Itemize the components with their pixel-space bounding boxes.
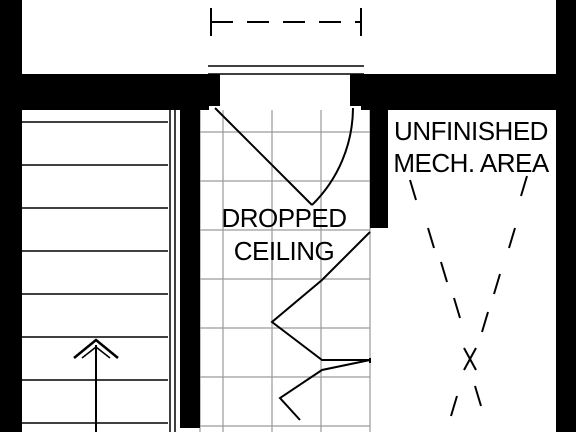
door-jamb-left [209,74,220,106]
wall-horizontal-left [0,74,209,110]
bifold-door [270,231,371,421]
door-header [208,65,364,75]
wall-stair-partition [180,100,200,428]
door-jamb-right [350,74,361,106]
wall-right-top [556,0,576,75]
opening-marker-top [210,8,362,36]
label-mech-area-line1: UNFINISHED [394,116,548,146]
stair-treads [22,108,176,432]
wall-mech-partition [370,100,388,228]
label-dropped-ceiling-line1: DROPPED [221,203,346,233]
wall-right-bottom [556,100,576,432]
mech-area-hatch [409,175,528,417]
dropped-ceiling-grid [199,110,371,432]
wall-left-top [0,0,22,75]
stair-up-arrow-icon [73,338,119,432]
door-swing-top [214,107,354,206]
label-dropped-ceiling-line2: CEILING [234,236,335,266]
wall-horizontal-right [361,74,576,110]
label-mech-area-line2: MECH. AREA [393,148,550,178]
wall-left-stair [0,100,22,432]
light-fixture-x-icon [463,347,477,371]
